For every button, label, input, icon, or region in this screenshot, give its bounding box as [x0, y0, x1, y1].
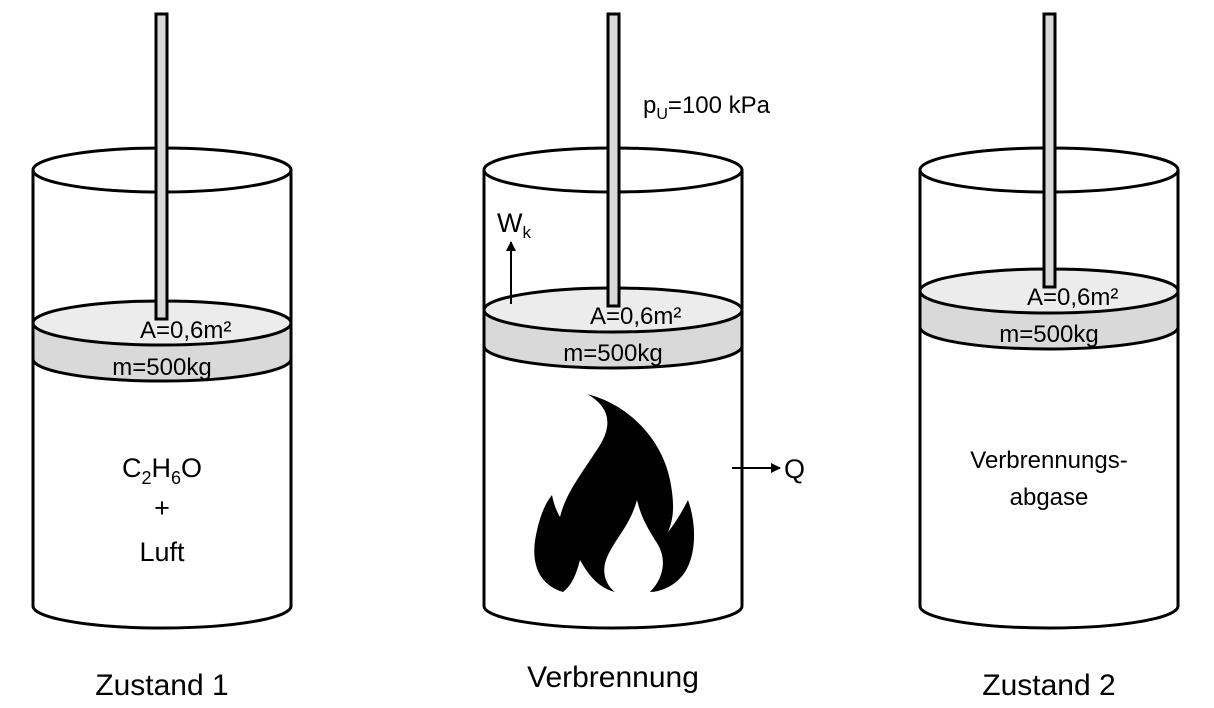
formula-sub-h: 6 [171, 468, 181, 488]
formula-sub-c: 2 [141, 468, 151, 488]
caption-state-1: Zustand 1 [95, 669, 228, 702]
work-symbol: W [497, 208, 523, 238]
piston-rod [606, 12, 621, 308]
piston-mass-label: m=500kg [112, 354, 211, 381]
cylinder-combustion: A=0,6m² m=500kg pU=100 kPa Wk Q Verbrenn… [482, 12, 805, 694]
formula-element-h: H [151, 453, 171, 483]
piston-area-label: A=0,6m² [140, 317, 231, 344]
work-label: Wk [497, 208, 531, 242]
air-label: Luft [139, 537, 185, 567]
cylinder-body [482, 170, 744, 630]
exhaust-label-line1: Verbrennungs- [970, 447, 1127, 474]
ambient-pressure-label: pU=100 kPa [643, 92, 771, 123]
piston-area-label: A=0,6m² [590, 303, 681, 330]
caption-combustion: Verbrennung [527, 661, 699, 694]
cylinder-body [918, 170, 1180, 630]
piston-rod [1042, 12, 1057, 289]
work-subscript: k [522, 223, 531, 242]
plus-sign: + [154, 493, 170, 523]
pressure-value: =100 kPa [668, 92, 771, 119]
pressure-subscript: U [656, 106, 668, 123]
cylinder-body [31, 170, 293, 630]
piston-mass-label: m=500kg [563, 340, 662, 367]
heat-label: Q [784, 454, 805, 484]
caption-state-2: Zustand 2 [982, 669, 1115, 702]
cylinder-state-2: A=0,6m² m=500kg Verbrennungs- abgase Zus… [918, 12, 1180, 702]
flame-icon [534, 394, 695, 592]
formula-element-c: C [122, 453, 142, 483]
piston-area-label: A=0,6m² [1027, 284, 1118, 311]
pressure-symbol: p [643, 92, 656, 119]
formula-element-o: O [181, 453, 202, 483]
exhaust-label-line2: abgase [1010, 484, 1089, 511]
piston-mass-label: m=500kg [999, 321, 1098, 348]
cylinder-state-1: A=0,6m² m=500kg C2H6O + Luft Zustand 1 [31, 12, 293, 702]
fuel-formula: C2H6O [122, 453, 202, 488]
piston-rod [154, 12, 169, 321]
